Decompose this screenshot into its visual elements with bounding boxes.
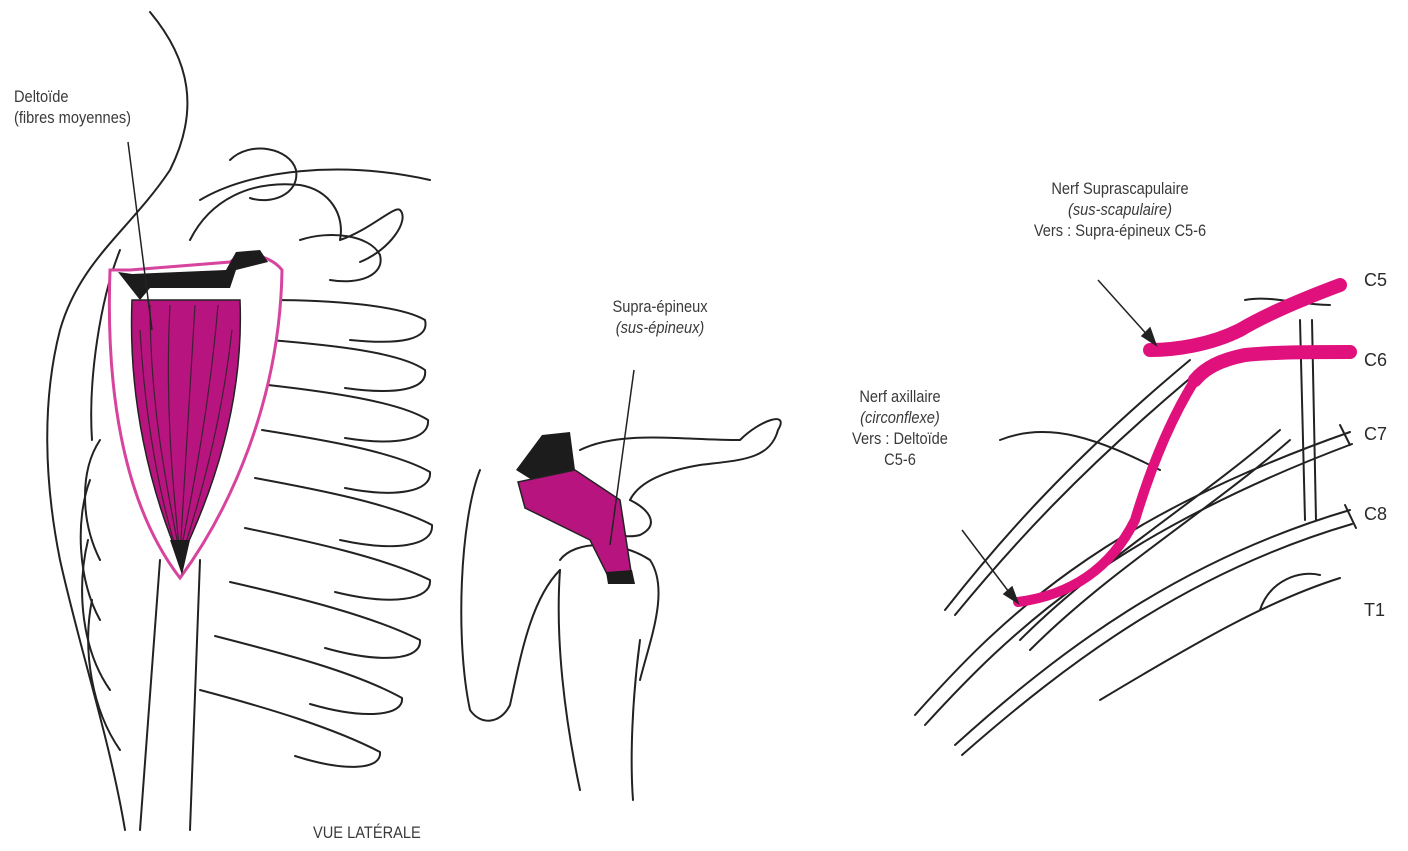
supra-label: Supra-épineux (sus-épineux)	[574, 296, 746, 338]
deltoid-muscle	[109, 250, 282, 578]
humerus-shaft-right	[190, 560, 200, 830]
acromion	[190, 184, 403, 262]
deltoid-label-line2: (fibres moyennes)	[14, 107, 131, 128]
axillary-label-line2: (circonflexe)	[810, 407, 991, 428]
scapula-edge	[632, 640, 640, 800]
view-label: VUE LATÉRALE	[313, 822, 421, 843]
supraspinatus-insertion	[606, 570, 635, 584]
plexus-cord	[925, 444, 1352, 725]
suprascapular-label-line1: Nerf Suprascapulaire	[1000, 178, 1241, 199]
rib	[270, 340, 425, 391]
plexus-branch	[1260, 574, 1320, 610]
axillary-label-line1: Nerf axillaire	[810, 386, 991, 407]
root-label-c6: C6	[1364, 350, 1387, 371]
supra-label-line2: (sus-épineux)	[574, 317, 746, 338]
suprascapular-nerve-label: Nerf Suprascapulaire (sus-scapulaire) Ve…	[1000, 178, 1241, 241]
suprascapular-label-line2: (sus-scapulaire)	[1000, 199, 1241, 220]
scapula-body	[559, 570, 580, 790]
rib	[245, 528, 430, 600]
axillary-label-line4: C5-6	[810, 449, 991, 470]
suprascapular-label-line3: Vers : Supra-épineux C5-6	[1000, 220, 1241, 241]
root-label-c5: C5	[1364, 270, 1387, 291]
plexus-branch	[1000, 432, 1160, 470]
axillary-nerve	[1018, 380, 1195, 602]
rib	[270, 300, 426, 342]
deltoid-label-line1: Deltoïde	[14, 86, 131, 107]
root-label-c8: C8	[1364, 504, 1387, 525]
rib	[200, 690, 380, 767]
scapula-drawing	[461, 419, 780, 800]
rib	[81, 480, 100, 620]
axillary-nerve-label: Nerf axillaire (circonflexe) Vers : Delt…	[810, 386, 991, 470]
supraspinatus-muscle-band	[518, 470, 632, 580]
plexus-cord	[915, 432, 1350, 715]
root-label-c7: C7	[1364, 424, 1387, 445]
axillary-label-line3: Vers : Deltoïde	[810, 428, 991, 449]
root-label-t1: T1	[1364, 600, 1385, 621]
acromion-process	[580, 419, 781, 500]
supraspinatus-muscle	[516, 432, 635, 584]
c6-root-nerve	[1195, 352, 1350, 380]
plexus-branch	[1100, 578, 1340, 700]
supra-label-line1: Supra-épineux	[574, 296, 746, 317]
rib	[88, 600, 120, 750]
humerus-shaft-left	[140, 560, 160, 830]
rib	[268, 385, 428, 441]
deltoid-label: Deltoïde (fibres moyennes)	[14, 86, 131, 128]
